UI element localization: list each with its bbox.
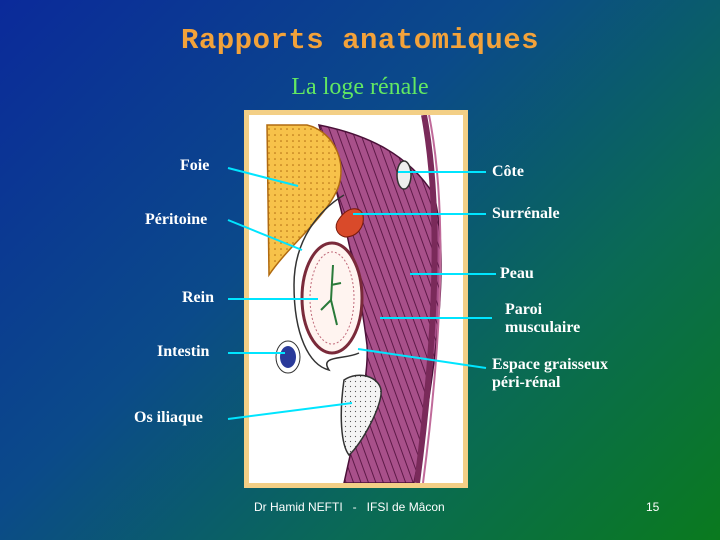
footer-page-number: 15 <box>646 500 660 514</box>
iliac-bone-shape <box>340 374 382 457</box>
footer-author: Dr Hamid NEFTI - IFSI de Mâcon <box>254 500 445 514</box>
adrenal-shape <box>335 208 364 238</box>
leader-os-iliaque <box>227 402 353 420</box>
peritoneum-line <box>293 194 360 372</box>
leader-foie <box>227 167 299 187</box>
label-rein: Rein <box>182 289 214 306</box>
slide-subtitle: La loge rénale <box>291 74 429 100</box>
leader-peritoine <box>227 219 303 251</box>
label-paroi-line1: Paroi <box>505 301 543 318</box>
liver-shape <box>266 124 342 278</box>
slide-title: Rapports anatomiques <box>180 24 540 57</box>
label-espace-line1: Espace graisseux <box>492 356 608 373</box>
rib-shape <box>396 160 412 190</box>
skin-layer <box>414 115 438 483</box>
label-intestin: Intestin <box>157 343 210 360</box>
label-surrenale: Surrénale <box>492 205 560 222</box>
label-foie: Foie <box>180 157 210 174</box>
label-os-iliaque: Os iliaque <box>134 409 203 426</box>
label-cote: Côte <box>492 163 524 180</box>
label-paroi-line2: musculaire <box>505 319 581 336</box>
label-espace-line2: péri-rénal <box>492 374 561 391</box>
leader-espace <box>357 348 487 369</box>
label-peau: Peau <box>500 265 534 282</box>
label-espace-graisseux: Espace graisseux péri-rénal <box>492 356 608 392</box>
label-peritoine: Péritoine <box>145 211 208 228</box>
label-paroi: Paroi musculaire <box>505 301 580 337</box>
